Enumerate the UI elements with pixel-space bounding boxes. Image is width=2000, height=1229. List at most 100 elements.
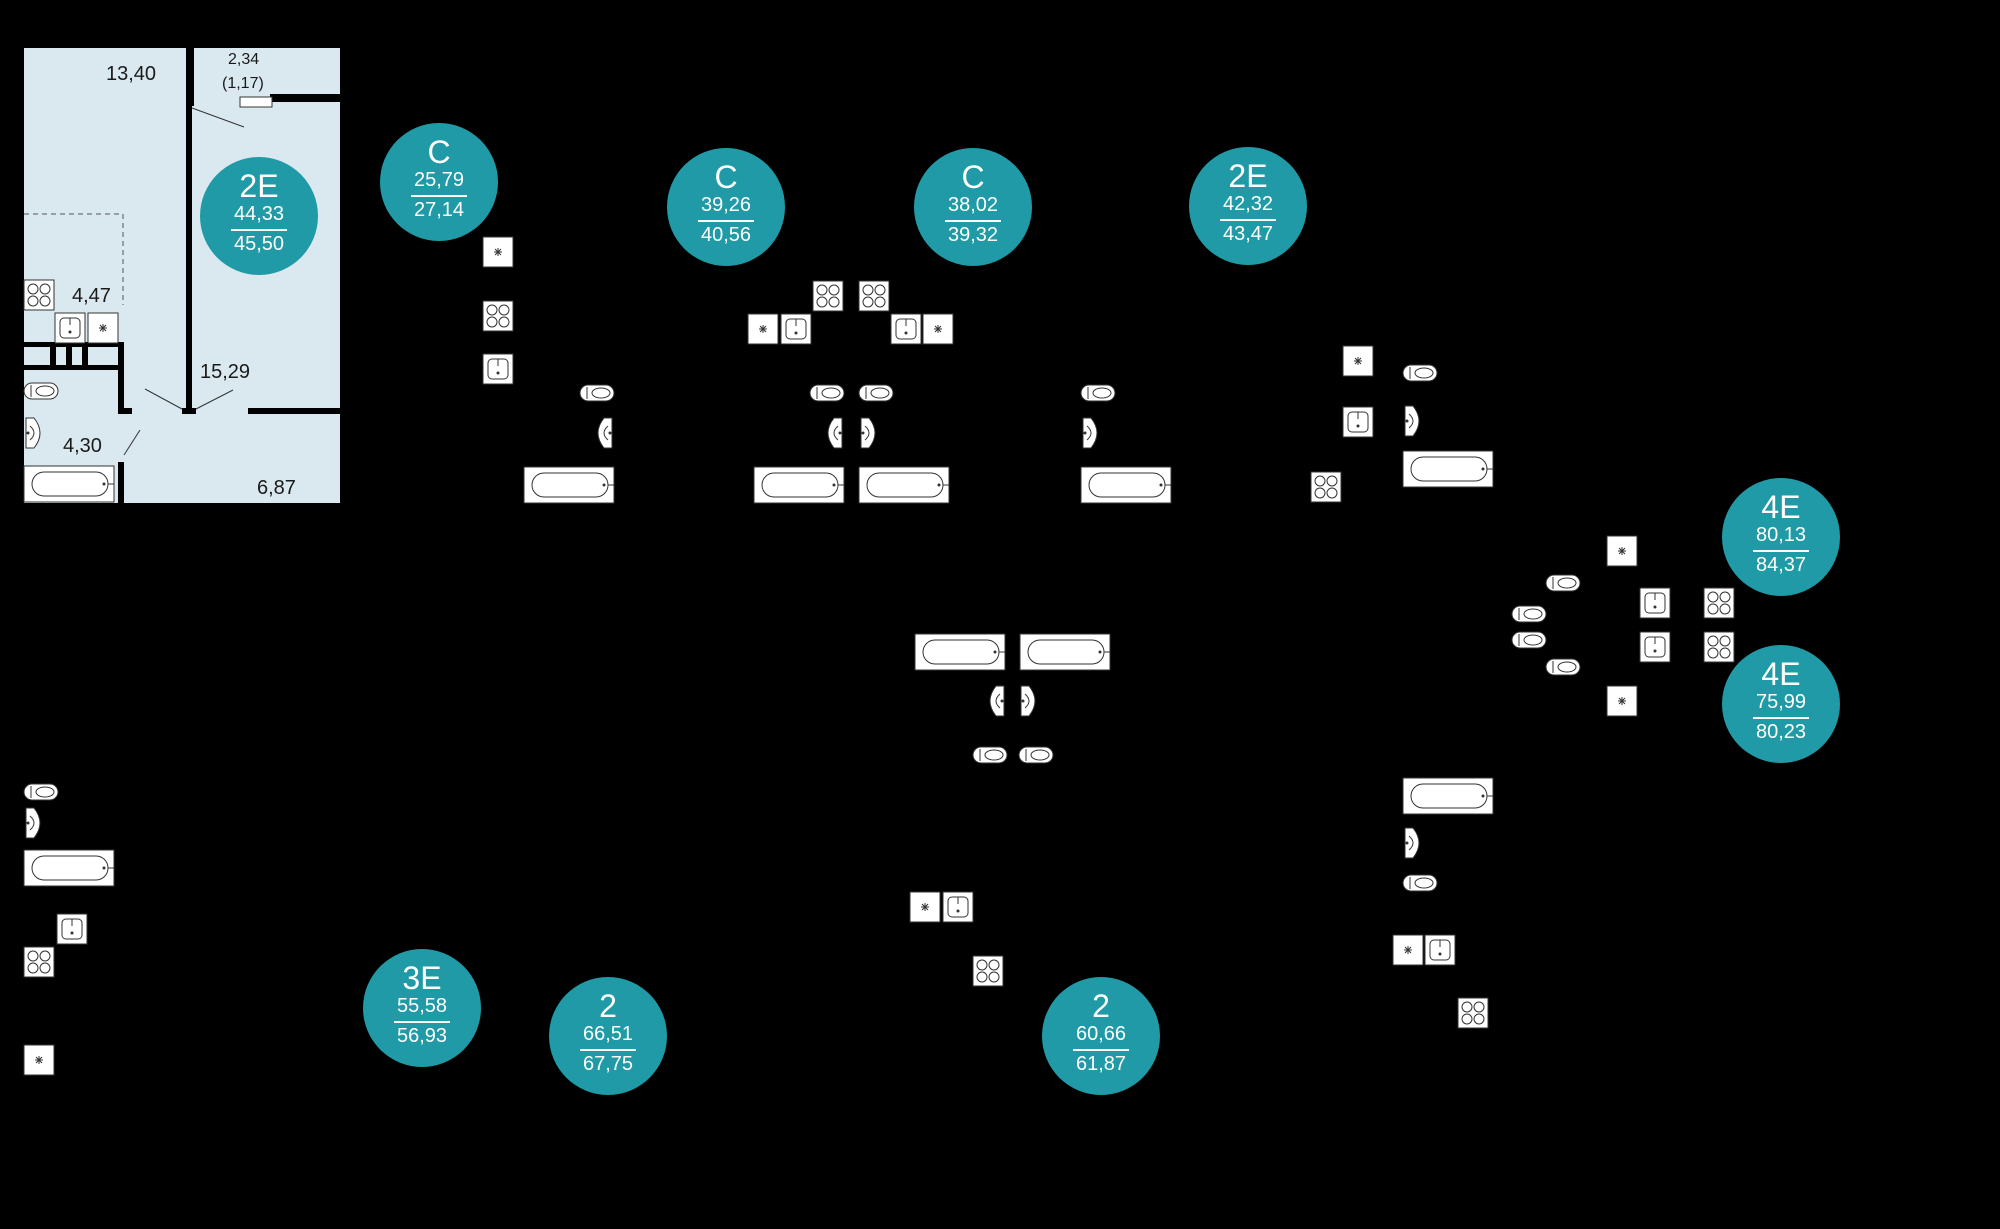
washbasin-icon [1404, 405, 1420, 437]
apartment-living-area: 39,26 [700, 194, 752, 216]
shower-drain-icon [87, 312, 119, 344]
washbasin-icon [1020, 685, 1036, 717]
bathtub-icon [23, 849, 115, 887]
apartment-total-area: 84,37 [1755, 554, 1807, 576]
bathtub-icon [1402, 777, 1494, 815]
bathtub-icon [1019, 633, 1111, 671]
toilet-icon [858, 384, 894, 402]
apartment-living-area: 60,66 [1075, 1023, 1127, 1045]
toilet-icon [1545, 574, 1581, 592]
apartment-type: 2 [599, 988, 617, 1024]
bathtub-icon [1402, 450, 1494, 488]
apartment-badge[interactable]: 3E 55,58 56,93 [363, 949, 481, 1067]
apartment-living-area: 55,58 [396, 995, 448, 1017]
room-area-label: 13,40 [106, 63, 156, 85]
washbasin-icon [25, 807, 41, 839]
divider [231, 229, 287, 231]
shower-drain-icon [747, 313, 779, 345]
apartment-total-area: 45,50 [233, 233, 285, 255]
apartment-badge[interactable]: 2 60,66 61,87 [1042, 977, 1160, 1095]
apartment-total-area: 43,47 [1222, 223, 1274, 245]
shower-drain-icon [482, 236, 514, 268]
bathtub-icon [753, 466, 845, 504]
washbasin-icon [1404, 827, 1420, 859]
apartment-badge[interactable]: C 25,79 27,14 [380, 123, 498, 241]
sink-icon [482, 353, 514, 385]
washbasin-icon [1082, 417, 1098, 449]
shower-drain-icon [1342, 345, 1374, 377]
apartment-total-area: 39,32 [947, 224, 999, 246]
apartment-type: 4E [1761, 656, 1801, 692]
bathtub-icon [23, 465, 115, 503]
apartment-type: C [427, 134, 451, 170]
stove-icon [23, 279, 55, 311]
apartment-type: 3E [402, 960, 442, 996]
shower-drain-icon [922, 313, 954, 345]
sink-icon [890, 313, 922, 345]
divider [1073, 1049, 1129, 1051]
divider [1753, 550, 1809, 552]
divider [698, 220, 754, 222]
toilet-icon [1080, 384, 1116, 402]
washbasin-icon [827, 417, 843, 449]
apartment-living-area: 42,32 [1222, 193, 1274, 215]
shower-drain-icon [23, 1044, 55, 1076]
stove-icon [972, 955, 1004, 987]
sink-icon [1424, 934, 1456, 966]
stove-icon [1703, 587, 1735, 619]
apartment-badge[interactable]: 4E 80,13 84,37 [1722, 478, 1840, 596]
apartment-total-area: 40,56 [700, 224, 752, 246]
shower-drain-icon [1606, 535, 1638, 567]
apartment-badge[interactable]: C 39,26 40,56 [667, 148, 785, 266]
shower-drain-icon [1392, 934, 1424, 966]
apartment-type: 2E [239, 168, 279, 204]
shower-drain-icon [909, 891, 941, 923]
toilet-icon [579, 384, 615, 402]
room-area-label: 2,34 [228, 51, 259, 68]
apartment-badge-selected[interactable]: 2E 44,33 45,50 [200, 157, 318, 275]
apartment-living-area: 80,13 [1755, 524, 1807, 546]
divider [580, 1049, 636, 1051]
apartment-badge[interactable]: C 38,02 39,32 [914, 148, 1032, 266]
bathtub-icon [523, 466, 615, 504]
room-area-label: 4,30 [63, 435, 102, 457]
divider [394, 1021, 450, 1023]
room-area-sublabel: (1,17) [222, 75, 264, 92]
toilet-icon [972, 746, 1008, 764]
stove-icon [1310, 471, 1342, 503]
apartment-total-area: 67,75 [582, 1053, 634, 1075]
apartment-badge[interactable]: 2 66,51 67,75 [549, 977, 667, 1095]
apartment-type: 4E [1761, 489, 1801, 525]
sink-icon [54, 312, 86, 344]
divider [945, 220, 1001, 222]
apartment-living-area: 44,33 [233, 203, 285, 225]
apartment-type: 2E [1228, 158, 1268, 194]
apartment-badge[interactable]: 2E 42,32 43,47 [1189, 147, 1307, 265]
washbasin-icon [989, 685, 1005, 717]
apartment-total-area: 80,23 [1755, 721, 1807, 743]
toilet-icon [1511, 605, 1547, 623]
apartment-living-area: 66,51 [582, 1023, 634, 1045]
stove-icon [1457, 997, 1489, 1029]
apartment-living-area: 38,02 [947, 194, 999, 216]
apartment-badge[interactable]: 4E 75,99 80,23 [1722, 645, 1840, 763]
room-area-label: 6,87 [257, 477, 296, 499]
toilet-icon [1018, 746, 1054, 764]
apartment-total-area: 27,14 [413, 199, 465, 221]
washbasin-icon [860, 417, 876, 449]
apartment-living-area: 75,99 [1755, 691, 1807, 713]
toilet-icon [1402, 364, 1438, 382]
divider [1220, 219, 1276, 221]
sink-icon [56, 913, 88, 945]
shower-drain-icon [1606, 685, 1638, 717]
apartment-type: 2 [1092, 988, 1110, 1024]
apartment-type: C [714, 159, 738, 195]
stove-icon [482, 300, 514, 332]
toilet-icon [809, 384, 845, 402]
sink-icon [1639, 587, 1671, 619]
stove-icon [23, 946, 55, 978]
selected-apartment-plan[interactable]: 13,40 2,34 (1,17) 4,47 15,29 4,30 6,87 [23, 48, 340, 503]
toilet-icon [1402, 874, 1438, 892]
bathtub-icon [858, 466, 950, 504]
